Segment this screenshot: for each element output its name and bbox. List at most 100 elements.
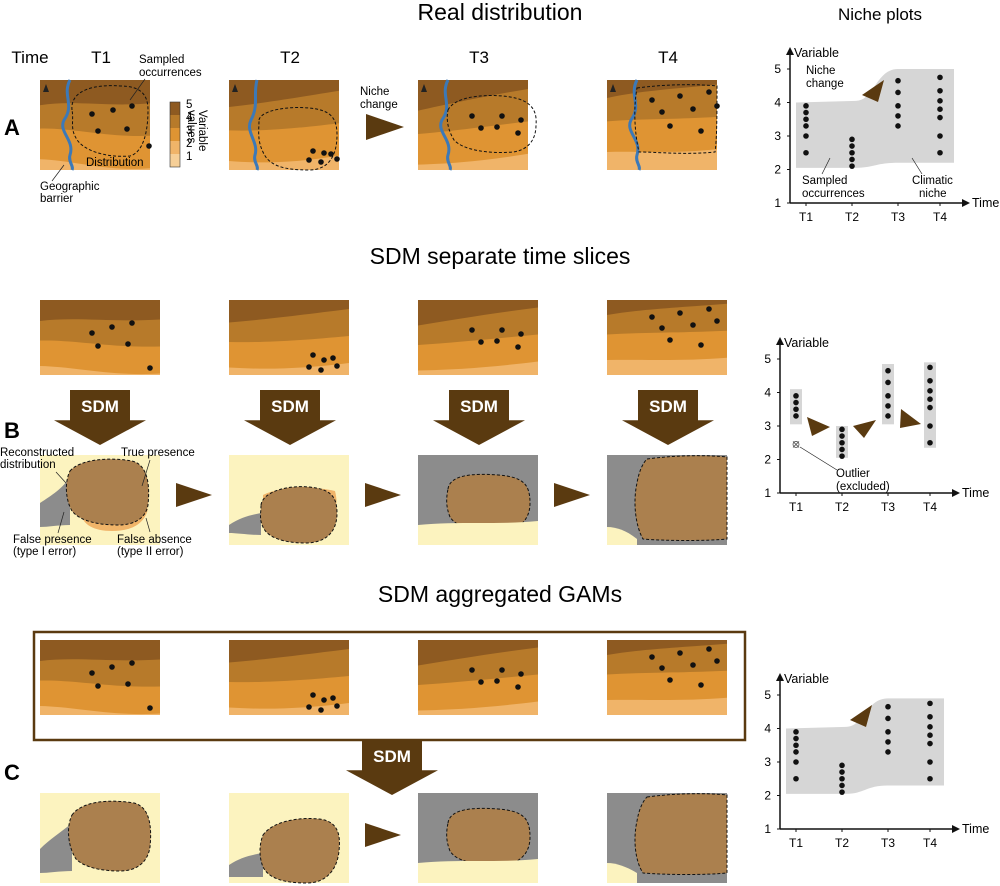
niche-point	[839, 775, 845, 782]
rec-b-t2	[229, 455, 349, 545]
absent-area	[607, 863, 637, 883]
sdm-arrow-c: SDM	[346, 740, 438, 795]
terrain-band-light	[607, 697, 727, 715]
occurrence-dot	[714, 318, 720, 324]
map-c-t1	[40, 640, 160, 715]
niche-point	[849, 143, 855, 149]
occurrence-dot	[330, 695, 336, 701]
sdm-arrow-b-t3: SDM	[433, 390, 525, 445]
absent-area	[418, 859, 538, 883]
x-axis-label: Time	[962, 486, 989, 500]
occurrence-dot	[478, 125, 484, 131]
column-t4: T4	[658, 48, 678, 67]
niche-point	[839, 762, 845, 769]
title-real-distribution: Real distribution	[418, 0, 583, 25]
map-c-t3	[418, 640, 538, 715]
niche-point	[937, 87, 943, 94]
niche-point	[885, 379, 891, 386]
sdm-arrow-label: SDM	[271, 397, 309, 416]
niche-point	[849, 156, 855, 163]
map-a-t4	[607, 79, 720, 171]
map-b-t2	[229, 300, 349, 375]
occurrence-dot	[110, 107, 116, 113]
sdm-arrow-b-t4: SDM	[622, 390, 714, 445]
niche-point	[927, 732, 933, 738]
label-geographic-barrier-line1: Geographic	[40, 181, 100, 193]
sdm-arrow-label: SDM	[81, 397, 119, 416]
x-tick-label: T1	[789, 836, 803, 850]
rec-b-t4	[607, 455, 728, 545]
river-barrier	[439, 79, 452, 171]
niche-point	[885, 729, 891, 735]
niche-point	[927, 396, 933, 403]
niche-point	[927, 423, 933, 429]
y-tick-label: 1	[764, 822, 771, 836]
sdm-arrow-shape	[244, 390, 336, 445]
rec-c-t1	[40, 793, 160, 883]
y-axis-arrow-icon	[776, 337, 784, 345]
niche-point	[937, 106, 943, 112]
unsuitable-area	[229, 853, 263, 877]
niche-point	[793, 399, 799, 406]
river-barrier	[61, 79, 74, 171]
niche-point	[803, 109, 809, 116]
sdm-arrow-label: SDM	[373, 747, 411, 766]
pointer-sampled-occurrences	[129, 78, 146, 101]
pointer-false-presence	[57, 511, 65, 534]
label-niche-change-line2: change	[360, 99, 398, 111]
sdm-arrow-label: SDM	[460, 397, 498, 416]
y-tick-label: 1	[764, 486, 771, 500]
niche-change-arrow-icon	[853, 420, 876, 438]
occurrence-dot	[330, 355, 336, 361]
occurrence-dot	[95, 343, 101, 349]
niche-point	[849, 163, 855, 169]
np-a-sampled-line1: Sampled	[802, 175, 847, 187]
niche-point	[885, 703, 891, 710]
sdm-arrow-shape	[622, 390, 714, 445]
terrain-band-light	[418, 153, 528, 170]
occurrence-dot	[147, 705, 153, 711]
y-axis-arrow-icon	[776, 673, 784, 681]
niche-point	[849, 149, 855, 156]
niche-point	[927, 759, 933, 765]
niche-point	[803, 123, 809, 129]
arrow-b-1	[176, 483, 212, 507]
arrow-b-2	[365, 483, 401, 507]
sdm-arrow-shape	[346, 740, 438, 795]
y-tick-label: 5	[764, 352, 771, 366]
sdm-arrow-shape	[433, 390, 525, 445]
occurrence-dot	[125, 681, 131, 687]
occurrence-dot	[667, 123, 673, 129]
occurrence-dot	[328, 151, 334, 157]
niche-point	[937, 114, 943, 121]
terrain-band-light	[40, 366, 160, 375]
x-tick-label: T2	[835, 500, 849, 514]
niche-point	[937, 74, 943, 81]
niche-point	[927, 404, 933, 411]
pointer-false-absence	[145, 517, 151, 533]
niche-point	[793, 749, 799, 755]
niche-point	[927, 364, 933, 371]
occurrence-dot	[469, 113, 475, 119]
occurrence-dot	[318, 707, 324, 713]
time-header: Time	[11, 48, 48, 67]
niche-change-arrow-icon	[807, 417, 830, 436]
occurrence-dot	[494, 338, 500, 344]
label-sampled-occurrences-line1: Sampled	[139, 54, 184, 66]
occurrence-dot	[499, 667, 505, 673]
arrow-niche-change-a	[366, 114, 404, 140]
np-b-outlier-line1: Outlier	[836, 468, 870, 480]
label-reconstructed-line1: Reconstructed	[0, 447, 74, 459]
np-a-niche-change-line1: Niche	[806, 65, 835, 77]
niche-point	[803, 116, 809, 123]
occurrence-dot	[518, 117, 524, 123]
reconstructed-region	[68, 800, 152, 872]
occurrence-dot	[706, 646, 712, 652]
reconstructed-region	[446, 473, 531, 532]
x-axis-arrow-icon	[952, 489, 960, 497]
niche-point	[793, 735, 799, 742]
occurrence-dot	[334, 363, 340, 369]
legend-tick-1: 1	[186, 151, 192, 163]
niche-point	[895, 77, 901, 84]
distribution-outline	[71, 85, 149, 157]
